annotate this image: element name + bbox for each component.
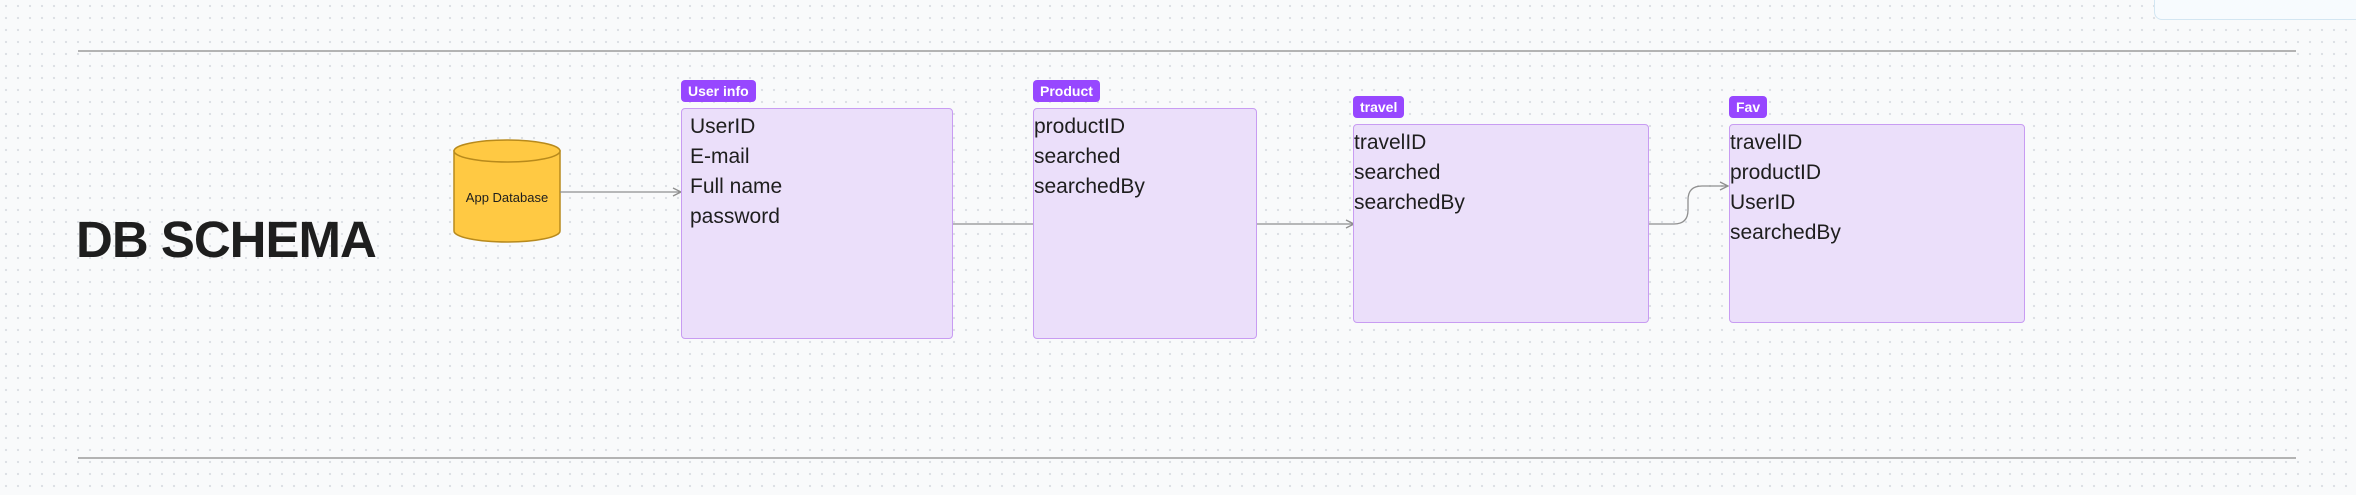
field-product-id: productID: [1034, 115, 1126, 138]
field-list: UserID E-mail Full name password: [682, 109, 952, 232]
table-product[interactable]: productID searched searchedBy: [1033, 108, 1257, 339]
field-travel-id: travelID: [1730, 131, 1803, 154]
field-list: travelID productID UserID searchedBy: [1730, 125, 2024, 248]
field-searched-by: searchedBy: [1730, 221, 1841, 244]
section-bottom-divider: [78, 457, 2296, 459]
field-user-id: UserID: [1730, 191, 1796, 214]
table-tag-travel[interactable]: travel: [1353, 96, 1405, 118]
table-user-info[interactable]: UserID E-mail Full name password: [681, 108, 953, 339]
field-searched-by: searchedBy: [1034, 175, 1145, 198]
field-full-name: Full name: [690, 175, 783, 198]
field-password: password: [690, 205, 780, 228]
field-searched: searched: [1354, 161, 1441, 184]
table-travel[interactable]: travelID searched searchedBy: [1353, 124, 1649, 323]
field-searched: searched: [1034, 145, 1121, 168]
table-tag-product[interactable]: Product: [1033, 80, 1100, 102]
section-top-divider: [78, 50, 2296, 52]
field-email: E-mail: [690, 145, 750, 168]
field-product-id: productID: [1730, 161, 1822, 184]
cylinder-top: [453, 139, 561, 163]
table-tag-fav[interactable]: Fav: [1729, 96, 1768, 118]
field-list: productID searched searchedBy: [1034, 109, 1256, 202]
table-tag-user-info[interactable]: User info: [681, 80, 756, 102]
app-database-cylinder[interactable]: [453, 139, 561, 243]
connector-travel-to-fav: [1649, 186, 1728, 225]
page-title: DB SCHEMA: [76, 211, 377, 269]
app-database-label: App Database: [465, 190, 549, 205]
field-travel-id: travelID: [1354, 131, 1427, 154]
field-searched-by: searchedBy: [1354, 191, 1465, 214]
field-list: travelID searched searchedBy: [1354, 125, 1648, 218]
field-user-id: UserID: [690, 115, 756, 138]
table-fav[interactable]: travelID productID UserID searchedBy: [1729, 124, 2025, 323]
cylinder-body: [453, 150, 561, 243]
frame-corner: [2154, 0, 2356, 20]
